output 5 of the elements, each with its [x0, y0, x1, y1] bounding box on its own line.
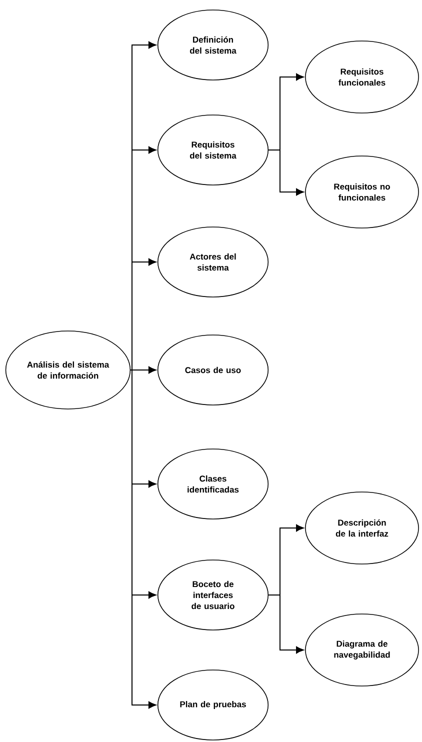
- arrow: [268, 150, 304, 196]
- arrow: [130, 366, 156, 374]
- arrow: [130, 370, 156, 709]
- arrow: [268, 594, 304, 654]
- arrow: [130, 258, 156, 370]
